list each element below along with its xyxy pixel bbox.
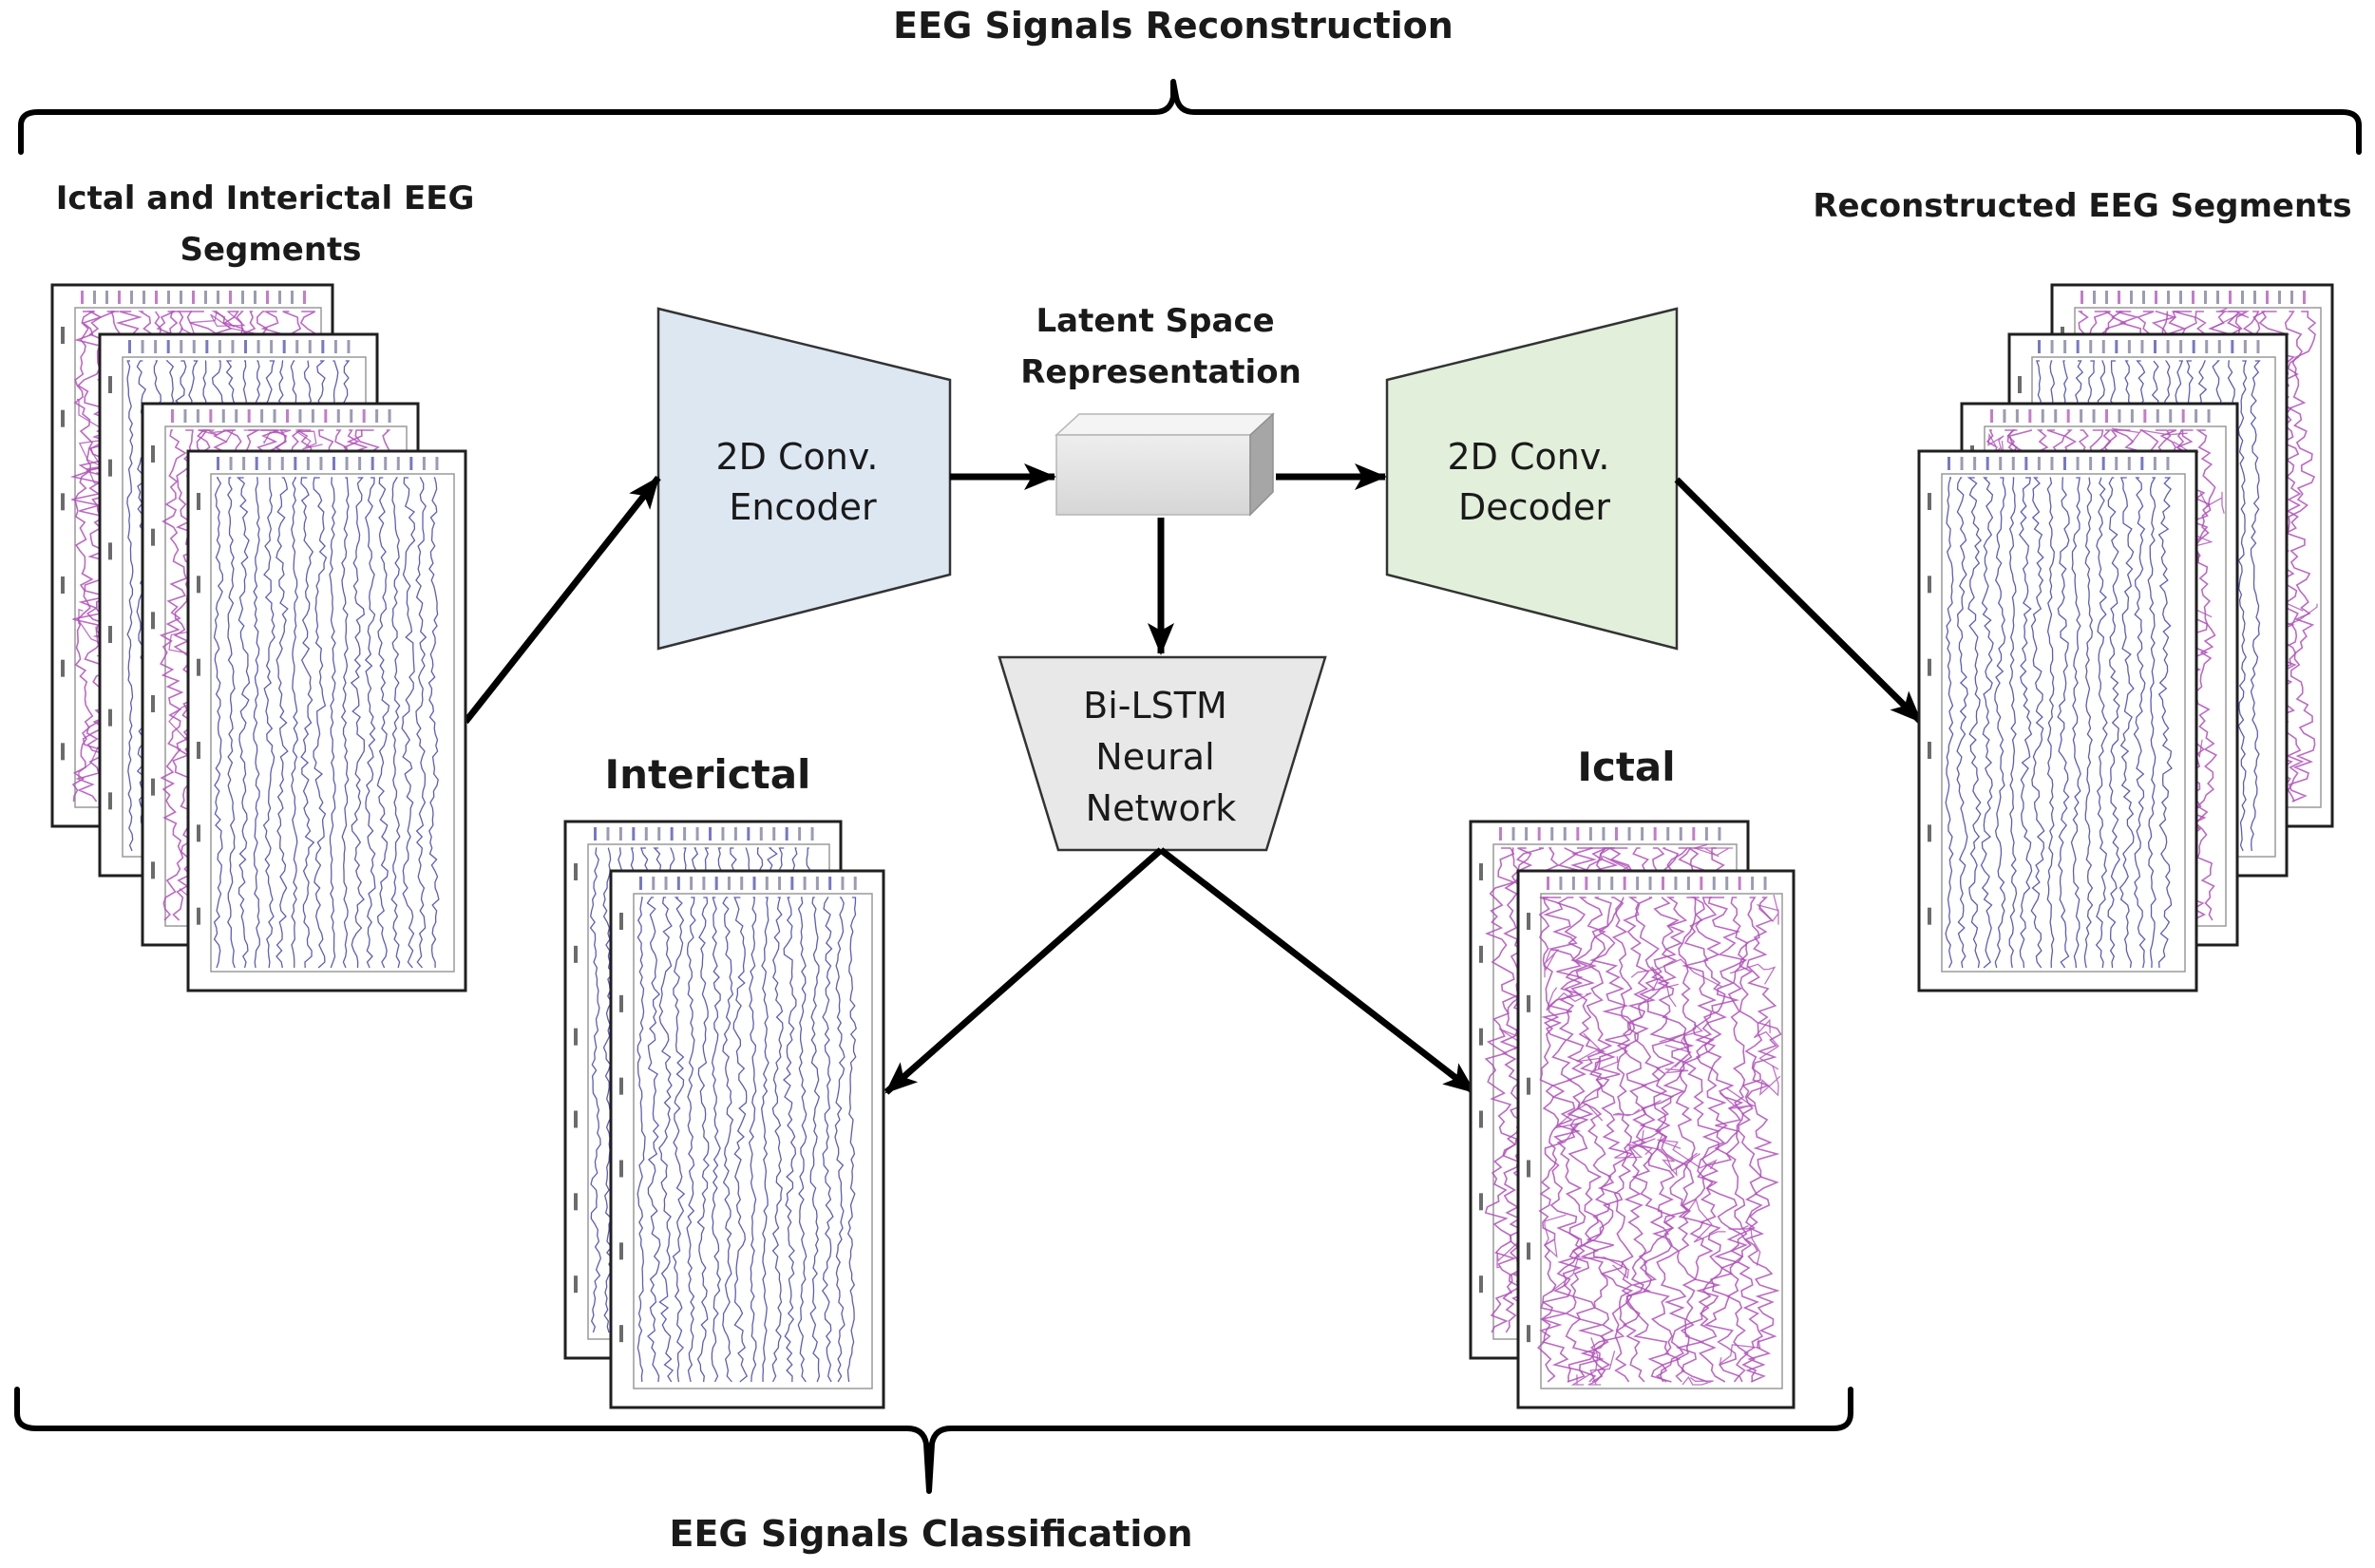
svg-text:2D Conv. Encoder: 2D Conv. Encoder <box>715 436 889 528</box>
arrow-input-to-encoder <box>463 475 661 725</box>
interictal-eeg-stack <box>563 820 885 1409</box>
svg-text:Bi-LSTM Neural Net: Bi-LSTM Neural Network <box>1083 685 1239 829</box>
arrow-decoder-to-output <box>1674 477 1924 725</box>
arrow-bilstm-to-ictal <box>1158 847 1477 1095</box>
eeg-sheet <box>609 869 885 1409</box>
svg-text:2D Conv. Decoder: 2D Conv. Decoder <box>1447 436 1621 528</box>
ictal-eeg-stack <box>1469 820 1796 1409</box>
input-segments-label: Ictal and Interictal EEG Segments <box>56 179 485 269</box>
ictal-label: Ictal <box>1577 744 1675 790</box>
eeg-sheet <box>1516 869 1796 1409</box>
reconstructed-eeg-stack <box>1917 283 2334 992</box>
reconstruction-title: EEG Signals Reconstruction <box>893 5 1454 47</box>
latent-space-label: Latent Space Representation <box>1020 302 1302 391</box>
decoder-block: 2D Conv. Decoder <box>1385 307 1679 651</box>
classification-title: EEG Signals Classification <box>670 1513 1193 1555</box>
arrow-bilstm-to-interictal <box>884 847 1164 1095</box>
input-eeg-stack <box>50 283 467 992</box>
interictal-label: Interictal <box>605 751 811 798</box>
reconstructed-segments-label: Reconstructed EEG Segments <box>1813 187 2351 225</box>
encoder-block: 2D Conv. Encoder <box>656 307 952 651</box>
eeg-sheet <box>1917 449 2198 992</box>
eeg-sheet <box>186 449 467 992</box>
bilstm-block: Bi-LSTM Neural Network <box>998 655 1327 852</box>
reconstruction-brace <box>18 79 2362 155</box>
latent-space-cube <box>1054 412 1275 517</box>
classification-brace <box>14 1387 1853 1494</box>
